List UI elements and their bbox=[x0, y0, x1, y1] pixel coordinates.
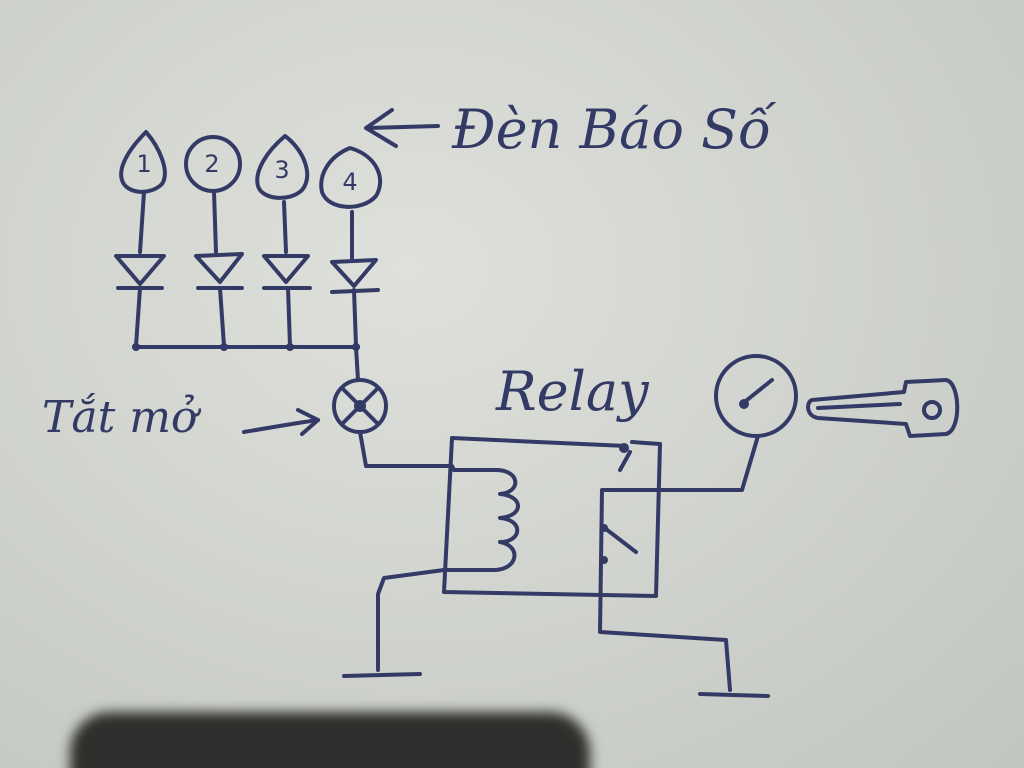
lamp-circle-icon bbox=[319, 146, 382, 209]
ground-icon bbox=[698, 692, 770, 698]
ignition-to-relay-wire bbox=[660, 434, 760, 492]
lamp-to-relay-wire bbox=[358, 430, 456, 472]
gear-lamp-4: 4 bbox=[319, 146, 382, 209]
key-icon bbox=[806, 378, 960, 438]
ground-left bbox=[342, 672, 422, 678]
lamp-circle-icon bbox=[255, 134, 310, 200]
lamp-leads bbox=[138, 190, 354, 260]
switch-contact-icon bbox=[618, 450, 632, 472]
diode-2 bbox=[194, 252, 244, 290]
diode-icon bbox=[114, 254, 166, 290]
diode-icon bbox=[194, 252, 244, 290]
gear-lights-label: Đèn Báo Số bbox=[451, 98, 777, 161]
diode-4 bbox=[330, 258, 380, 294]
ignition-lamp-icon bbox=[714, 354, 798, 438]
diode-icon bbox=[330, 258, 380, 294]
neutral-lamp-label: Tắt mở bbox=[42, 392, 202, 443]
neutral-lamp-arrow bbox=[242, 408, 320, 436]
diode-1 bbox=[114, 254, 166, 290]
coil-icon bbox=[442, 468, 520, 572]
relay bbox=[376, 436, 732, 692]
ground-right bbox=[698, 692, 770, 698]
gear-lamp-2: 2 bbox=[184, 135, 242, 193]
lamp-number: 4 bbox=[342, 168, 357, 196]
lamp-circle-icon bbox=[119, 130, 167, 194]
gear-lamp-1: 1 bbox=[119, 130, 167, 194]
lamp-number: 2 bbox=[204, 150, 219, 178]
gear-lamp-3: 3 bbox=[255, 134, 310, 200]
diode-leads bbox=[134, 286, 358, 348]
common-bus bbox=[132, 343, 360, 382]
relay-frame bbox=[442, 436, 662, 598]
neutral-lamp bbox=[332, 378, 388, 434]
hand-shadow bbox=[70, 712, 590, 768]
label-arrow bbox=[364, 108, 440, 148]
ignition-lamp bbox=[714, 354, 798, 438]
diode-3 bbox=[262, 254, 312, 290]
diode-icon bbox=[262, 254, 312, 290]
gear-lights-annotation: Đèn Báo Số bbox=[364, 98, 777, 161]
lamp-number: 3 bbox=[274, 156, 289, 184]
relay-label: Relay bbox=[495, 360, 650, 423]
lamp-number: 1 bbox=[136, 150, 151, 178]
ground-icon bbox=[342, 672, 422, 678]
